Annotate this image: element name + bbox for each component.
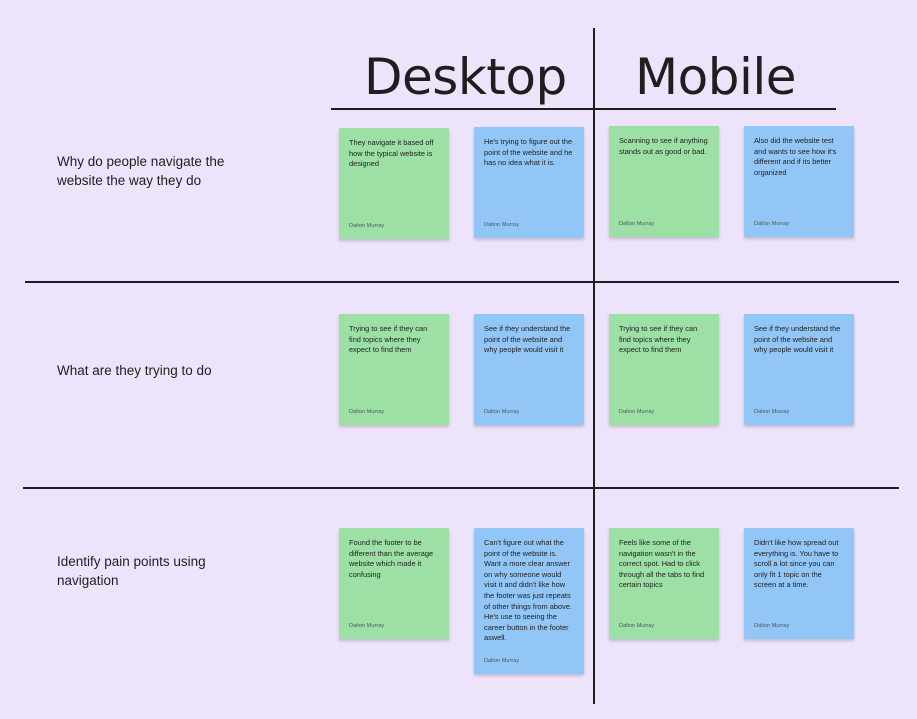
row-divider-1 bbox=[25, 281, 899, 283]
note-author: Dalton Murray bbox=[619, 409, 655, 415]
sticky-note[interactable]: Feels like some of the navigation wasn't… bbox=[609, 528, 719, 639]
note-author: Dalton Murray bbox=[619, 221, 655, 227]
note-text: See if they understand the point of the … bbox=[754, 324, 841, 355]
note-text: Feels like some of the navigation wasn't… bbox=[619, 538, 705, 590]
note-text: See if they understand the point of the … bbox=[484, 324, 571, 355]
note-author: Dalton Murray bbox=[484, 222, 520, 228]
note-text: Also did the website test and wants to s… bbox=[754, 136, 837, 177]
note-author: Dalton Murray bbox=[349, 623, 385, 629]
row-label-pain-points: Identify pain points using navigation bbox=[57, 554, 206, 588]
sticky-note[interactable]: Scanning to see if anything stands out a… bbox=[609, 126, 719, 237]
note-text: Found the footer to be different than th… bbox=[349, 538, 434, 579]
note-text: Trying to see if they can find topics wh… bbox=[619, 324, 698, 355]
column-header-desktop: Desktop bbox=[364, 48, 567, 106]
header-underline bbox=[331, 108, 836, 110]
note-author: Dalton Murray bbox=[484, 658, 520, 664]
note-text: They navigate it based off how the typic… bbox=[349, 138, 434, 169]
note-text: Can't figure out what the point of the w… bbox=[484, 538, 572, 643]
note-text: Trying to see if they can find topics wh… bbox=[349, 324, 428, 355]
note-author: Dalton Murray bbox=[349, 223, 385, 229]
sticky-note[interactable]: See if they understand the point of the … bbox=[474, 314, 584, 425]
sticky-note[interactable]: See if they understand the point of the … bbox=[744, 314, 854, 425]
row-divider-2 bbox=[23, 487, 899, 489]
note-text: Didn't like how spread out everything is… bbox=[754, 538, 839, 590]
sticky-note[interactable]: They navigate it based off how the typic… bbox=[339, 128, 449, 239]
note-text: He's trying to figure out the point of t… bbox=[484, 137, 573, 168]
row-label-trying-to-do: What are they trying to do bbox=[57, 363, 212, 378]
note-author: Dalton Murray bbox=[754, 221, 790, 227]
note-author: Dalton Murray bbox=[619, 623, 655, 629]
note-author: Dalton Murray bbox=[754, 623, 790, 629]
note-author: Dalton Murray bbox=[484, 409, 520, 415]
sticky-note[interactable]: Found the footer to be different than th… bbox=[339, 528, 449, 639]
sticky-note[interactable]: Trying to see if they can find topics wh… bbox=[609, 314, 719, 425]
note-author: Dalton Murray bbox=[349, 409, 385, 415]
sticky-note[interactable]: Trying to see if they can find topics wh… bbox=[339, 314, 449, 425]
sticky-note[interactable]: He's trying to figure out the point of t… bbox=[474, 127, 584, 238]
row-label-why-navigate: Why do people navigate the website the w… bbox=[57, 154, 225, 188]
note-author: Dalton Murray bbox=[754, 409, 790, 415]
sticky-note[interactable]: Didn't like how spread out everything is… bbox=[744, 528, 854, 639]
column-divider bbox=[593, 28, 595, 704]
note-text: Scanning to see if anything stands out a… bbox=[619, 136, 708, 156]
sticky-note[interactable]: Also did the website test and wants to s… bbox=[744, 126, 854, 237]
column-header-mobile: Mobile bbox=[635, 48, 797, 106]
sticky-note[interactable]: Can't figure out what the point of the w… bbox=[474, 528, 584, 674]
